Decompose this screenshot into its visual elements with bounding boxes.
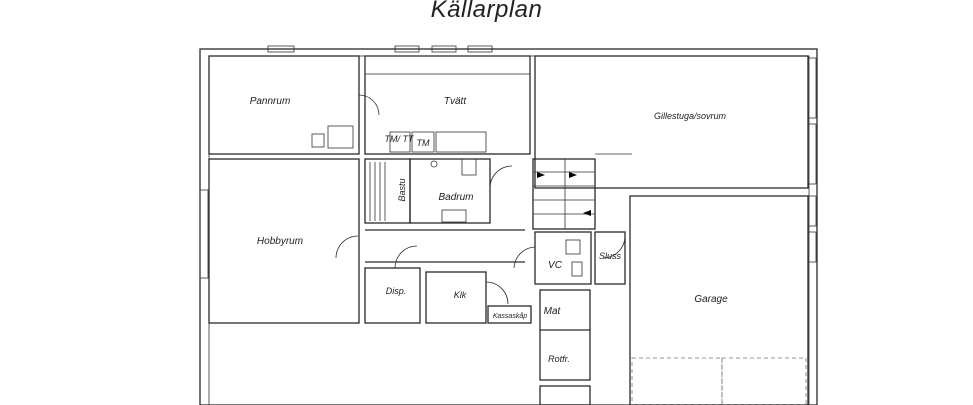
- washer: [389, 131, 411, 153]
- boiler-unit: [327, 125, 354, 149]
- toilet-icon: [461, 158, 477, 176]
- bastu-benches: [369, 162, 386, 221]
- staircase: [532, 158, 596, 230]
- garage-door: [721, 357, 807, 405]
- room-garage: [629, 195, 809, 405]
- plan-title: Källarplan: [430, 0, 543, 23]
- label-mat: Mat: [544, 306, 562, 317]
- shower-icon: [430, 160, 438, 168]
- label-kassaskap: Kassaskåp: [493, 312, 527, 320]
- label-garage: Garage: [694, 294, 728, 305]
- label-tvatt: Tvätt: [444, 96, 467, 107]
- garage-door: [631, 357, 723, 405]
- label-gillestuga: Gillestuga/sovrum: [654, 111, 727, 121]
- label-badrum: Badrum: [438, 192, 473, 203]
- boiler-unit: [311, 133, 325, 148]
- label-rotfr: Rotfr.: [548, 354, 570, 364]
- room-vc: [534, 231, 592, 285]
- safe-box: [487, 305, 532, 324]
- door-swing: [335, 235, 359, 259]
- label-klk: Klk: [454, 290, 467, 300]
- room-mat-rotfr: [539, 289, 591, 381]
- room-pannrum: [208, 55, 360, 155]
- arrow-right-icon: [583, 210, 591, 216]
- room-disp: [364, 267, 421, 324]
- label-vc: VC: [548, 260, 563, 271]
- windows: [199, 45, 817, 279]
- label-bastu: Bastu: [397, 178, 407, 201]
- label-hobbyrum: Hobbyrum: [257, 236, 303, 247]
- room-sluss: [594, 231, 626, 285]
- label-sluss: Sluss: [599, 251, 622, 261]
- door-swing: [358, 94, 380, 116]
- label-disp: Disp.: [386, 286, 407, 296]
- sink-icon: [441, 209, 467, 223]
- outer-walls: [199, 48, 818, 405]
- counter: [435, 131, 487, 153]
- arrow-left-icon: [537, 172, 545, 178]
- room-klk: [425, 271, 487, 324]
- washer: [411, 131, 435, 153]
- label-pannrum: Pannrum: [250, 96, 291, 107]
- room-hobbyrum: [208, 158, 360, 324]
- toilet-icon: [565, 239, 581, 255]
- room-badrum: [409, 158, 491, 224]
- sink-icon: [571, 261, 583, 277]
- room-gillestuga: [534, 55, 809, 189]
- label-tm: TM: [417, 138, 430, 148]
- arrow-left-icon: [569, 172, 577, 178]
- label-tm-tt: TM/ TT: [385, 134, 415, 144]
